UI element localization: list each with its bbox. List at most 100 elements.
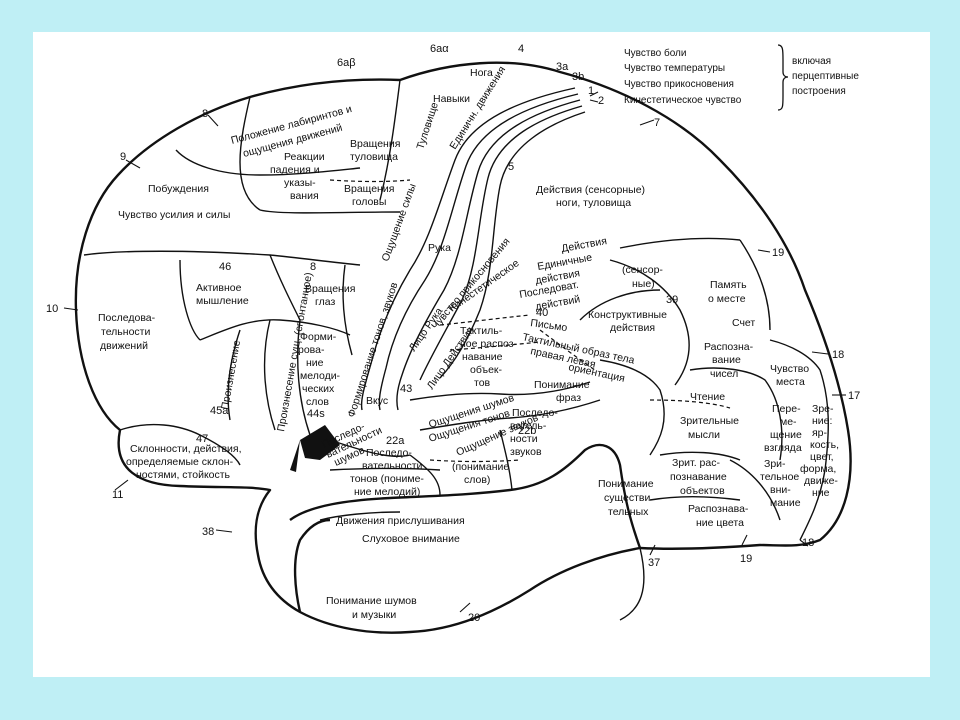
label-vrash-glaz-1: Вращения — [305, 283, 355, 295]
area-39: 39 — [666, 294, 678, 306]
label-posled-zvukov-2: ватель- — [510, 420, 547, 432]
label-sklonnosti-1: Склонности, действия, — [130, 443, 242, 455]
label-aktiv-1: Активное — [196, 282, 242, 294]
label-vrash-tulov-2: туловища — [350, 151, 398, 163]
area-6aa: 6аα — [430, 43, 449, 55]
area-43: 43 — [400, 383, 412, 395]
label-zrit-raspozn-3: объектов — [680, 485, 725, 497]
area-19-bottom: 19 — [740, 553, 752, 565]
label-tulovishche: Туловище — [414, 101, 441, 151]
label-taktil-raspozn-5: тов — [474, 377, 491, 389]
label-reakcii-2: падения и — [270, 164, 320, 176]
area-37: 37 — [648, 557, 660, 569]
area-3b: 3b — [572, 71, 584, 83]
label-posled-zvukov-3: ности — [510, 433, 538, 445]
label-posled-zvukov-6: слов) — [464, 474, 490, 486]
label-ponim-shumov-2: и музыки — [352, 609, 396, 621]
area-10: 10 — [46, 303, 58, 315]
label-pamyat-2: о месте — [708, 293, 746, 305]
label-raspozn-cveta-2: ние цвета — [696, 517, 744, 529]
area-19-top: 19 — [772, 247, 784, 259]
label-pere-3: щение — [770, 429, 802, 441]
area-9: 9 — [120, 151, 126, 163]
label-posled-zvukov-1: Последо- — [512, 407, 558, 419]
label-posled-tonov-2: вательности — [362, 460, 423, 472]
area-5: 5 — [508, 161, 514, 173]
label-posled-tonov-3: тонов (пониме- — [350, 473, 424, 485]
legend-line-2: Чувство температуры — [624, 63, 725, 74]
label-zrenie-6: форма, — [800, 463, 836, 475]
legend-brace — [777, 44, 789, 111]
label-pere-1: Пере- — [772, 403, 801, 415]
area-4: 4 — [518, 43, 524, 55]
label-zrenie-3: яр- — [812, 427, 828, 439]
label-taktil-raspozn-3: навание — [462, 351, 503, 363]
label-sklonnosti-3: ностями, стойкость — [136, 469, 231, 481]
label-taktil-raspozn-2: ное распоз- — [460, 338, 518, 350]
area-8-top: 8 — [202, 108, 208, 120]
label-schet: Счет — [732, 317, 755, 329]
area-46: 46 — [219, 261, 231, 273]
label-ponim-shumov-1: Понимание шумов — [326, 595, 417, 607]
label-vkus: Вкус — [366, 395, 388, 407]
label-zrit-vnim-4: мание — [770, 497, 801, 509]
label-taktil-raspozn-4: объек- — [470, 364, 503, 376]
label-formir-melod-4: мелоди- — [300, 370, 341, 382]
area-17: 17 — [848, 390, 860, 402]
label-formir-melod-5: ческих — [302, 383, 335, 395]
label-zrenie-4: кость, — [810, 439, 839, 451]
label-posled-zvukov-4: звуков — [510, 446, 542, 458]
label-raspozn-chisel-2: вание — [712, 354, 741, 366]
label-chuvstvo-mesta-2: места — [776, 376, 805, 388]
label-zrit-vnim-2: тельное — [760, 471, 799, 483]
label-chtenie: Чтение — [690, 391, 725, 403]
label-ponim-sushch-3: тельных — [608, 506, 649, 518]
legend-note-3: построения — [792, 86, 846, 97]
legend: Чувство боли Чувство температуры Чувство… — [624, 47, 859, 106]
label-navyki: Навыки — [433, 93, 470, 105]
label-aktiv-2: мышление — [196, 295, 249, 307]
temporal-pole-line — [293, 518, 331, 613]
label-usilie: Чувство усилия и силы — [118, 209, 230, 221]
area-22b: 22b — [518, 425, 536, 437]
label-raspozn-chisel-3: чисел — [710, 368, 738, 380]
label-dvizh-prislush: Движения прислушивания — [336, 515, 465, 527]
label-noga: Нога — [470, 67, 493, 79]
label-posled-zvukov-5: (понимание — [452, 461, 509, 473]
area-2: 2 — [598, 95, 604, 107]
label-konstr-1: Конструктивные — [588, 309, 667, 321]
label-zrenie-1: Зре- — [812, 403, 834, 415]
label-zrenie-2: ние: — [812, 415, 832, 427]
label-ponim-sushch-1: Понимание — [598, 478, 654, 490]
label-konstr-2: действия — [610, 322, 655, 334]
area-22a: 22а — [386, 435, 405, 447]
label-zrit-raspozn-1: Зрит. рас- — [672, 457, 720, 469]
label-deistviya-1: Действия (сенсорные) — [536, 184, 645, 196]
label-zrit-raspozn-2: познавание — [670, 471, 727, 483]
label-vrash-golovy-1: Вращения — [344, 183, 394, 195]
area-1: 1 — [588, 85, 594, 97]
label-posled-dvizh-2: тельности — [101, 326, 150, 338]
brain-outline — [74, 61, 852, 634]
label-sensornye-1: (сенсор- — [622, 264, 663, 276]
lateral-sulcus — [289, 443, 642, 549]
label-posled-tonov-1: Последо- — [366, 447, 412, 459]
label-zrenie-8: ние — [812, 487, 830, 499]
area-38: 38 — [202, 526, 214, 538]
label-pere-4: взгляда — [764, 442, 802, 454]
label-sensornye-2: ные) — [632, 278, 655, 290]
area-18-top: 18 — [832, 349, 844, 361]
label-zrit-mysli-1: Зрительные — [680, 415, 739, 427]
area-11: 11 — [112, 489, 123, 501]
label-zrit-vnim-1: Зри- — [764, 458, 786, 470]
label-vrash-glaz-2: глаз — [315, 296, 335, 308]
area-6ab: 6аβ — [337, 57, 356, 69]
label-zrenie-7: движе- — [804, 475, 838, 487]
label-posled-tonov-4: ние мелодий) — [354, 486, 420, 498]
legend-line-4: Кинестетическое чувство — [624, 95, 742, 106]
label-pere-2: ме- — [780, 416, 797, 428]
label-formir-melod-6: слов — [306, 396, 329, 408]
label-pismo: Письмо — [530, 317, 569, 334]
label-vrash-golovy-2: головы — [352, 196, 386, 208]
